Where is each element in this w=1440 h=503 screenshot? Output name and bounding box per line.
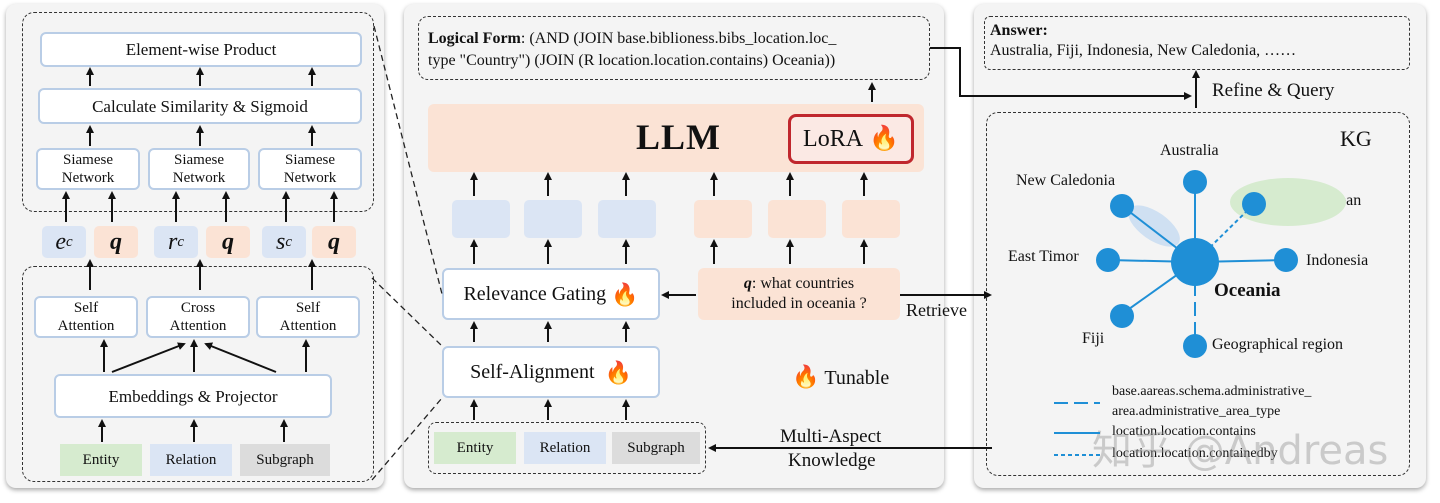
legend-line-4: location.location.containedby	[1112, 446, 1278, 461]
node-label-oceania: Oceania	[1214, 280, 1281, 301]
self-alignment: Self-Alignment 🔥	[442, 346, 660, 398]
multi-aspect-label-2: Knowledge	[788, 450, 876, 471]
answer-label: Answer:	[990, 22, 1048, 39]
siamese-network-1: Siamese Network	[36, 148, 140, 190]
question-line-2: included in oceania ?	[731, 295, 867, 312]
siamese-network-2: Siamese Network	[148, 148, 250, 190]
legend-line-2: area.administrative_area_type	[1112, 404, 1281, 419]
tunable-legend: 🔥 Tunable	[792, 364, 889, 390]
left-input-subgraph: Subgraph	[240, 444, 330, 476]
legend-line-1: base.aareas.schema.administrative_	[1112, 384, 1312, 399]
multi-aspect-label-1: Multi-Aspect	[780, 426, 882, 447]
lora-box: LoRA 🔥	[788, 114, 914, 164]
middle-panel	[404, 4, 944, 488]
siamese-network-3: Siamese Network	[258, 148, 362, 190]
mid-input-subgraph: Subgraph	[612, 432, 700, 464]
left-input-relation: Relation	[150, 444, 232, 476]
relevance-gating: Relevance Gating 🔥	[442, 268, 660, 320]
refine-query-label: Refine & Query	[1212, 80, 1335, 101]
token-q-3: q	[312, 226, 356, 258]
kg-label: KG	[1340, 126, 1372, 151]
answer-text: Australia, Fiji, Indonesia, New Caledoni…	[990, 42, 1297, 59]
flame-icon: 🔥	[869, 125, 899, 152]
relevance-gating-label: Relevance Gating	[463, 282, 607, 305]
self-alignment-label: Self-Alignment	[470, 360, 595, 383]
node-label-new-caledonia: New Caledonia	[1016, 172, 1116, 189]
logical-form-line-1: Logical Form: (AND (JOIN base.biblioness…	[428, 30, 837, 47]
watermark: 知乎 @Andreas	[1092, 428, 1389, 474]
hidden-state-5	[768, 200, 826, 238]
node-label-geographical-region: Geographical region	[1212, 336, 1344, 353]
node-label-fiji: Fiji	[1082, 330, 1105, 347]
legend-line-3: location.location.contains	[1112, 424, 1256, 439]
mid-input-relation: Relation	[524, 432, 606, 464]
lora-label: LoRA	[803, 125, 864, 152]
node-label-pacific-ocean: Pacific Ocean	[1272, 192, 1362, 209]
question-box: q: what countries included in oceania ?	[698, 268, 900, 320]
mid-input-entity: Entity	[434, 432, 516, 464]
logical-form-line-2: type "Country") (JOIN (R location.locati…	[428, 52, 836, 69]
calculate-similarity: Calculate Similarity & Sigmoid	[38, 88, 362, 124]
flame-icon: 🔥	[611, 281, 639, 307]
cross-attention: Cross Attention	[146, 296, 250, 338]
self-attention-2: Self Attention	[256, 296, 360, 338]
hidden-state-1	[452, 200, 510, 238]
flame-icon: 🔥	[604, 359, 632, 385]
hidden-state-4	[694, 200, 752, 238]
llm-label: LLM	[636, 117, 722, 157]
question-line-1: q: what countries	[743, 275, 855, 292]
token-q-2: q	[206, 226, 250, 258]
tunable-label: Tunable	[824, 367, 890, 389]
node-label-east-timor: East Timor	[1008, 248, 1079, 265]
retrieve-label: Retrieve	[906, 300, 967, 320]
hidden-state-3	[598, 200, 656, 238]
left-input-entity: Entity	[60, 444, 142, 476]
embeddings-projector: Embeddings & Projector	[54, 374, 332, 418]
node-label-australia: Australia	[1160, 142, 1219, 159]
answer-box	[984, 16, 1410, 70]
logical-form-box	[418, 16, 930, 80]
flame-icon: 🔥	[792, 364, 820, 389]
hidden-state-2	[524, 200, 582, 238]
token-q-1: q	[94, 226, 138, 258]
element-wise-product: Element-wise Product	[40, 32, 362, 67]
node-label-indonesia: Indonesia	[1306, 252, 1369, 269]
hidden-state-6	[842, 200, 900, 238]
self-attention-1: Self Attention	[34, 296, 138, 338]
